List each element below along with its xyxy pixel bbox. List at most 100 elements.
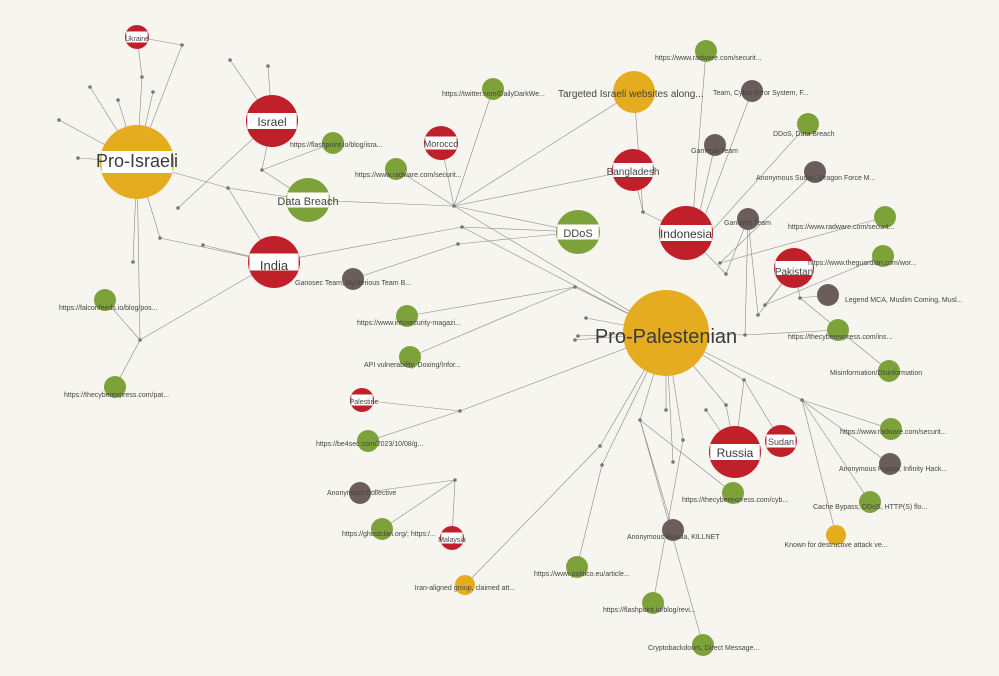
- node-russia[interactable]: Russia: [709, 426, 761, 478]
- node-cryptobackdoors[interactable]: Cryptobackdoors, Direct Message...: [648, 634, 759, 656]
- node-misinfo[interactable]: Misinformation/Disinformation: [830, 360, 922, 382]
- hub-dot: [226, 186, 230, 190]
- node-israel[interactable]: Israel: [246, 95, 298, 147]
- node-label-band: [441, 532, 463, 544]
- node-label: https://flashpoint.io/blog/isra...: [290, 142, 383, 149]
- node-u-cyberexpress-ins[interactable]: https://thecyberexpress.com/ins...: [788, 319, 892, 341]
- graph-edge: [801, 399, 892, 430]
- node-morocco[interactable]: Morocco: [424, 126, 459, 160]
- node-bangladesh[interactable]: Bangladesh: [607, 149, 660, 191]
- node-g-anon-collective[interactable]: Anonymous Collective: [327, 482, 396, 504]
- node-india[interactable]: India: [248, 236, 300, 288]
- node-g-team-cyber[interactable]: Team, Cyber Error System, F...: [713, 80, 809, 102]
- node-circle: [722, 482, 744, 504]
- graph-edge: [381, 479, 456, 530]
- node-g-anon-russia-kill[interactable]: Anonymous Russia, KILLNET: [627, 519, 720, 541]
- node-circle: [613, 71, 655, 113]
- node-label: Ganosec Team, Mysterious Team B...: [295, 280, 411, 287]
- node-sudan[interactable]: Sudan: [765, 425, 797, 457]
- node-circle: [642, 592, 664, 614]
- graph-edge: [747, 218, 759, 316]
- node-circle: [797, 113, 819, 135]
- node-label: https://www.radware.com/securit...: [788, 224, 895, 231]
- node-u-flashpoint-rev[interactable]: https://flashpoint.io/blog/revi...: [603, 592, 696, 614]
- node-u-radware-right[interactable]: https://www.radware.com/securit...: [788, 206, 896, 231]
- node-ddos[interactable]: DDoS: [556, 210, 600, 254]
- node-circle: [741, 80, 763, 102]
- node-label: Anonymous Russia, KILLNET: [627, 534, 720, 541]
- node-label: API vulnerability, Doxing/Infor...: [364, 362, 461, 369]
- node-label-band: [351, 394, 373, 406]
- node-label-band: [101, 151, 173, 173]
- node-ddos-breach[interactable]: DDoS, Data Breach: [773, 113, 835, 138]
- node-u-falcon[interactable]: https://falconfeeds.io/blog/pos...: [59, 289, 158, 312]
- node-malaysia[interactable]: Malaysia: [438, 526, 466, 550]
- node-u-cyberexpress-cyb[interactable]: https://thecyberexpress.com/cyb...: [682, 482, 788, 504]
- node-circle: [880, 418, 902, 440]
- hub-dot: [201, 243, 205, 247]
- node-g-anon-sudan[interactable]: Anonymous Sudan, Dragon Force M...: [756, 161, 876, 183]
- node-ukraine[interactable]: Ukraine: [125, 25, 149, 49]
- graph-edge: [261, 142, 334, 171]
- node-pro-israeli[interactable]: Pro-Israeli: [96, 125, 178, 199]
- node-u-be4sec[interactable]: https://be4sec.com/2023/10/08/g...: [316, 430, 423, 452]
- node-u-politico[interactable]: https://www.politico.eu/article...: [534, 556, 630, 578]
- node-label: India: [260, 258, 289, 273]
- node-api-vuln[interactable]: API vulnerability, Doxing/Infor...: [364, 346, 461, 369]
- node-iran-aligned[interactable]: Iran-aligned group, claimed att...: [415, 575, 515, 595]
- node-label: Bangladesh: [607, 167, 660, 178]
- node-u-radware-low[interactable]: https://www.radware.com/securit...: [840, 418, 947, 440]
- node-data-breach[interactable]: Data Breach: [277, 178, 339, 222]
- hub-dot: [460, 225, 464, 229]
- node-cache-bypass[interactable]: Cache Bypass, DDoS, HTTP(S) flo...: [813, 491, 927, 513]
- node-circle: [804, 161, 826, 183]
- node-known-destructive[interactable]: Known for destructive attack ve...: [784, 525, 888, 549]
- node-g-anon-russia-inf[interactable]: Anonymous Russia, Infinity Hack...: [839, 453, 947, 475]
- node-g-gamesia[interactable]: Gamesia Team: [691, 134, 738, 156]
- node-u-ghostclan[interactable]: https://ghostclan.org/; https:/...: [342, 518, 436, 540]
- node-label: Cache Bypass, DDoS, HTTP(S) flo...: [813, 504, 927, 511]
- node-pro-palestenian[interactable]: Pro-Palestenian: [595, 290, 737, 376]
- node-u-radware-1[interactable]: https://www.radware.com/securit...: [355, 158, 462, 180]
- hub-dot: [458, 409, 462, 413]
- hub-dot: [266, 64, 270, 68]
- hub-dot: [600, 463, 604, 467]
- node-label: https://www.politico.eu/article...: [534, 571, 630, 578]
- node-g-legend[interactable]: Legend MCA, Muslim Coming, Musl...: [817, 284, 963, 306]
- node-label-band: [766, 434, 796, 448]
- node-u-twitter[interactable]: https://twitter.com/DailyDarkWe...: [442, 78, 545, 100]
- node-u-infosecurity[interactable]: https://www.infosecurity-magazi...: [357, 305, 461, 327]
- node-u-cyberexpress-pat[interactable]: https://thecyberexpress.com/pat...: [64, 376, 169, 399]
- node-label: Misinformation/Disinformation: [830, 370, 922, 377]
- node-label: Pakistan: [775, 267, 813, 278]
- node-palestine[interactable]: Palestine: [350, 388, 379, 412]
- node-label: Indonesia: [660, 227, 712, 241]
- node-circle: [104, 376, 126, 398]
- node-label: https://www.radware.com/securit...: [355, 172, 462, 179]
- node-u-radware-top[interactable]: https://www.radware.com/securit...: [655, 40, 762, 62]
- node-indonesia[interactable]: Indonesia: [659, 206, 713, 260]
- hub-dot: [76, 156, 80, 160]
- hub-dot: [573, 338, 577, 342]
- graph-edge: [801, 399, 871, 503]
- graph-edge: [406, 286, 576, 317]
- node-label-band: [710, 444, 760, 460]
- node-pakistan[interactable]: Pakistan: [774, 248, 814, 288]
- node-u-guardian[interactable]: https://www.theguardian.com/wor...: [808, 245, 917, 267]
- hub-dot: [756, 313, 760, 317]
- node-g-ganosec-myst[interactable]: Ganosec Team, Mysterious Team B...: [295, 268, 411, 290]
- node-targeted-israeli[interactable]: Targeted Israeli websites along...: [558, 71, 704, 113]
- node-label: Known for destructive attack ve...: [784, 542, 887, 549]
- node-u-flashpoint-isra[interactable]: https://flashpoint.io/blog/isra...: [290, 132, 383, 154]
- node-circle: [704, 134, 726, 156]
- node-g-ganosec[interactable]: Ganosec Team: [724, 208, 771, 230]
- node-circle: [482, 78, 504, 100]
- node-label: https://twitter.com/DailyDarkWe...: [442, 91, 545, 98]
- hub-dot: [573, 285, 577, 289]
- node-label: https://be4sec.com/2023/10/08/g...: [316, 441, 423, 448]
- graph-edge: [453, 169, 634, 207]
- node-circle: [385, 158, 407, 180]
- node-label: https://thecyberexpress.com/pat...: [64, 392, 169, 399]
- node-label: Pro-Palestenian: [595, 326, 737, 348]
